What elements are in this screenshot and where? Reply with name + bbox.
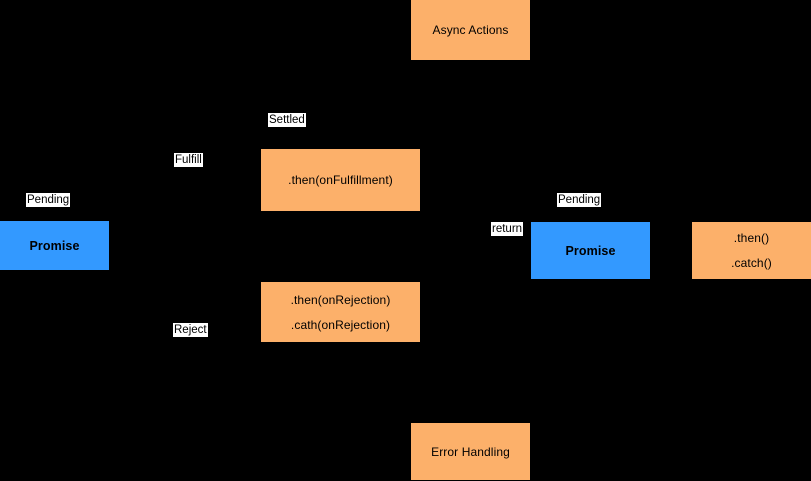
- edge-label-pending-right: Pending: [557, 193, 602, 207]
- edge-label-pending-left: Pending: [26, 193, 71, 207]
- connector-promise-to-rejection: [108, 254, 262, 313]
- node-label: Promise: [565, 243, 616, 258]
- node-label: .then(onRejection): [290, 292, 391, 307]
- node-label: Async Actions: [432, 23, 509, 37]
- connector-promise-to-fulfillment: [108, 179, 262, 238]
- edge-label-settled: Settled: [268, 113, 306, 127]
- node-label: .catch(): [731, 256, 772, 270]
- node-promise-left[interactable]: Promise: [0, 221, 109, 270]
- node-then-catch-on-rejection[interactable]: .then(onRejection) .cath(onRejection): [261, 282, 420, 342]
- connector-async-to-fulfillment: [339, 59, 471, 150]
- connector-rejection-to-promise: [419, 261, 532, 313]
- node-label: .cath(onRejection): [290, 317, 391, 332]
- edge-label-return: return: [491, 222, 524, 236]
- node-then-on-fulfillment[interactable]: .then(onFulfillment): [261, 149, 420, 211]
- node-error-handling[interactable]: Error Handling: [411, 423, 530, 480]
- edge-label-fulfill: Fulfill: [174, 153, 203, 167]
- edge-label-reject: Reject: [173, 323, 208, 337]
- node-label: Error Handling: [431, 444, 510, 459]
- node-async-actions[interactable]: Async Actions: [411, 0, 530, 60]
- node-label: .then(): [733, 231, 770, 245]
- node-label: Promise: [29, 238, 80, 253]
- node-label: .then(onFulfillment): [288, 173, 393, 187]
- node-promise-right[interactable]: Promise: [531, 222, 650, 279]
- connector-error-to-rejection: [339, 341, 471, 424]
- node-then-catch[interactable]: .then() .catch(): [692, 222, 811, 279]
